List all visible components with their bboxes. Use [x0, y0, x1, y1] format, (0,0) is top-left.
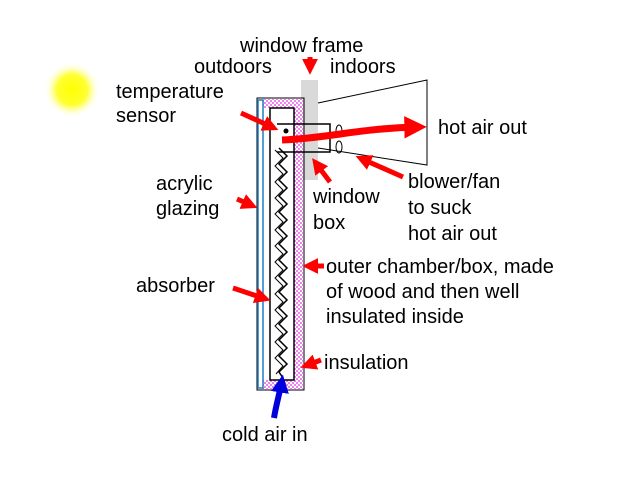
temperature-sensor-dot	[283, 128, 289, 134]
blower-arrow	[355, 155, 405, 180]
window-box-arrow	[312, 158, 332, 184]
insulation-top	[262, 99, 303, 108]
insulation-label: insulation	[324, 352, 409, 374]
blower-fan-label: blower/fan to suck hot air out	[408, 171, 506, 245]
fan-icon	[335, 124, 343, 154]
insulation-arrow	[300, 354, 322, 370]
glazing-arrow	[235, 194, 258, 209]
outer-chamber-label: outer chamber/box, made of wood and then…	[326, 256, 559, 328]
absorber-label: absorber	[136, 275, 215, 297]
insulation-back	[294, 99, 303, 389]
window-frame	[301, 80, 318, 180]
window-box-label: window box	[312, 186, 385, 234]
acrylic-glazing	[257, 99, 264, 389]
absorber-arrow	[232, 285, 271, 304]
sensor-arrow	[239, 110, 279, 131]
cold-air-in-label: cold air in	[222, 424, 308, 446]
acrylic-glazing-label: acrylic glazing	[156, 173, 219, 220]
cold-air-arrow	[271, 374, 289, 419]
indoors-label: indoors	[330, 56, 396, 78]
hot-air-arrow	[281, 116, 427, 144]
window-frame-label: window frame	[239, 35, 363, 57]
inner-duct	[269, 107, 295, 381]
window-box	[317, 79, 428, 166]
absorber	[277, 147, 289, 379]
temperature-sensor-label: temperature sensor	[116, 81, 229, 127]
sun-icon	[44, 62, 100, 118]
outdoors-label: outdoors	[194, 56, 272, 78]
hot-air-out-label: hot air out	[438, 117, 527, 139]
